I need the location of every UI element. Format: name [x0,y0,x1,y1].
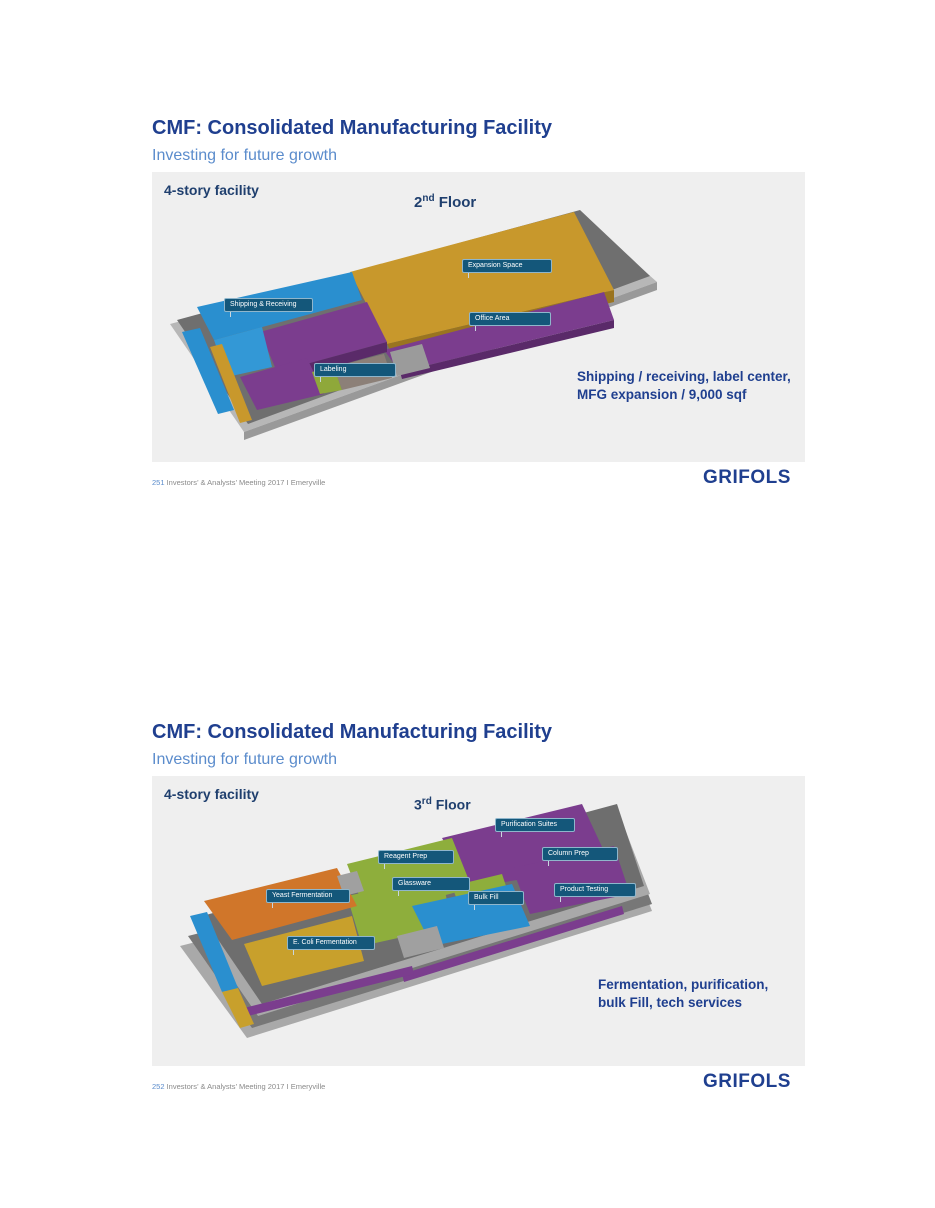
floor-number: 2 [414,194,423,211]
floor-number: 3 [414,796,422,813]
callout-line: Shipping / receiving, label center, [577,369,791,384]
floor-suffix: rd [421,796,432,807]
room-label: Purification Suites [495,818,575,837]
page-number: 251 [152,478,165,487]
slide-title: CMF: Consolidated Manufacturing Facility [152,721,553,743]
slide-footer: 252 Investors’ & Analysts’ Meeting 2017 … [152,1082,325,1091]
callout-line: MFG expansion / 9,000 sqf [577,387,747,402]
slide-title: CMF: Consolidated Manufacturing Facility [152,117,553,139]
slide-subtitle: Investing for future growth [152,147,337,164]
floor-suffix: nd [422,193,435,204]
panel-tag: 4-story facility [164,182,259,198]
floor-plan-panel: 4-story facility 3rd Floor Purification … [152,776,805,1066]
room-label: Office Area [469,312,551,331]
floor-plan-illustration [170,210,657,440]
callout-line: Fermentation, purification, [598,977,769,992]
footer-text: Investors’ & Analysts’ Meeting 2017 I Em… [164,478,326,487]
floor-heading: 3rd Floor [414,796,471,813]
slide-footer: 251 Investors’ & Analysts’ Meeting 2017 … [152,478,325,487]
room-label: Bulk Fill [468,891,524,910]
callout-line: bulk Fill, tech services [598,995,743,1010]
grifols-logo: GRIFOLS [703,1071,791,1092]
room-label: Reagent Prep [378,850,454,869]
room-label: Shipping & Receiving [224,298,313,317]
floor-plan-panel: 4-story facility 2nd Floor Expansion Spa… [152,172,805,462]
panel-tag: 4-story facility [164,786,259,802]
footer-text: Investors’ & Analysts’ Meeting 2017 I Em… [164,1082,326,1091]
floor-plan-illustration [180,804,652,1038]
floor-heading: 2nd Floor [414,193,476,211]
room-label: Expansion Space [462,259,552,278]
room-label: Labeling [314,363,396,382]
room-label: Glassware [392,877,470,896]
room-label: E. Coli Fermentation [287,936,375,955]
room-label: Column Prep [542,847,618,866]
grifols-logo: GRIFOLS [703,467,791,488]
floor-callout: Shipping / receiving, label center, MFG … [577,368,805,404]
slide-subtitle: Investing for future growth [152,751,337,768]
room-label: Product Testing [554,883,636,902]
floor-word: Floor [438,194,477,211]
slide-3rd-floor: CMF: Consolidated Manufacturing Facility… [0,704,935,1104]
page-number: 252 [152,1082,165,1091]
floor-callout: Fermentation, purification, bulk Fill, t… [598,976,805,1012]
slide-2nd-floor: CMF: Consolidated Manufacturing Facility… [0,100,935,500]
floor-word: Floor [435,796,471,813]
room-label: Yeast Fermentation [266,889,350,908]
